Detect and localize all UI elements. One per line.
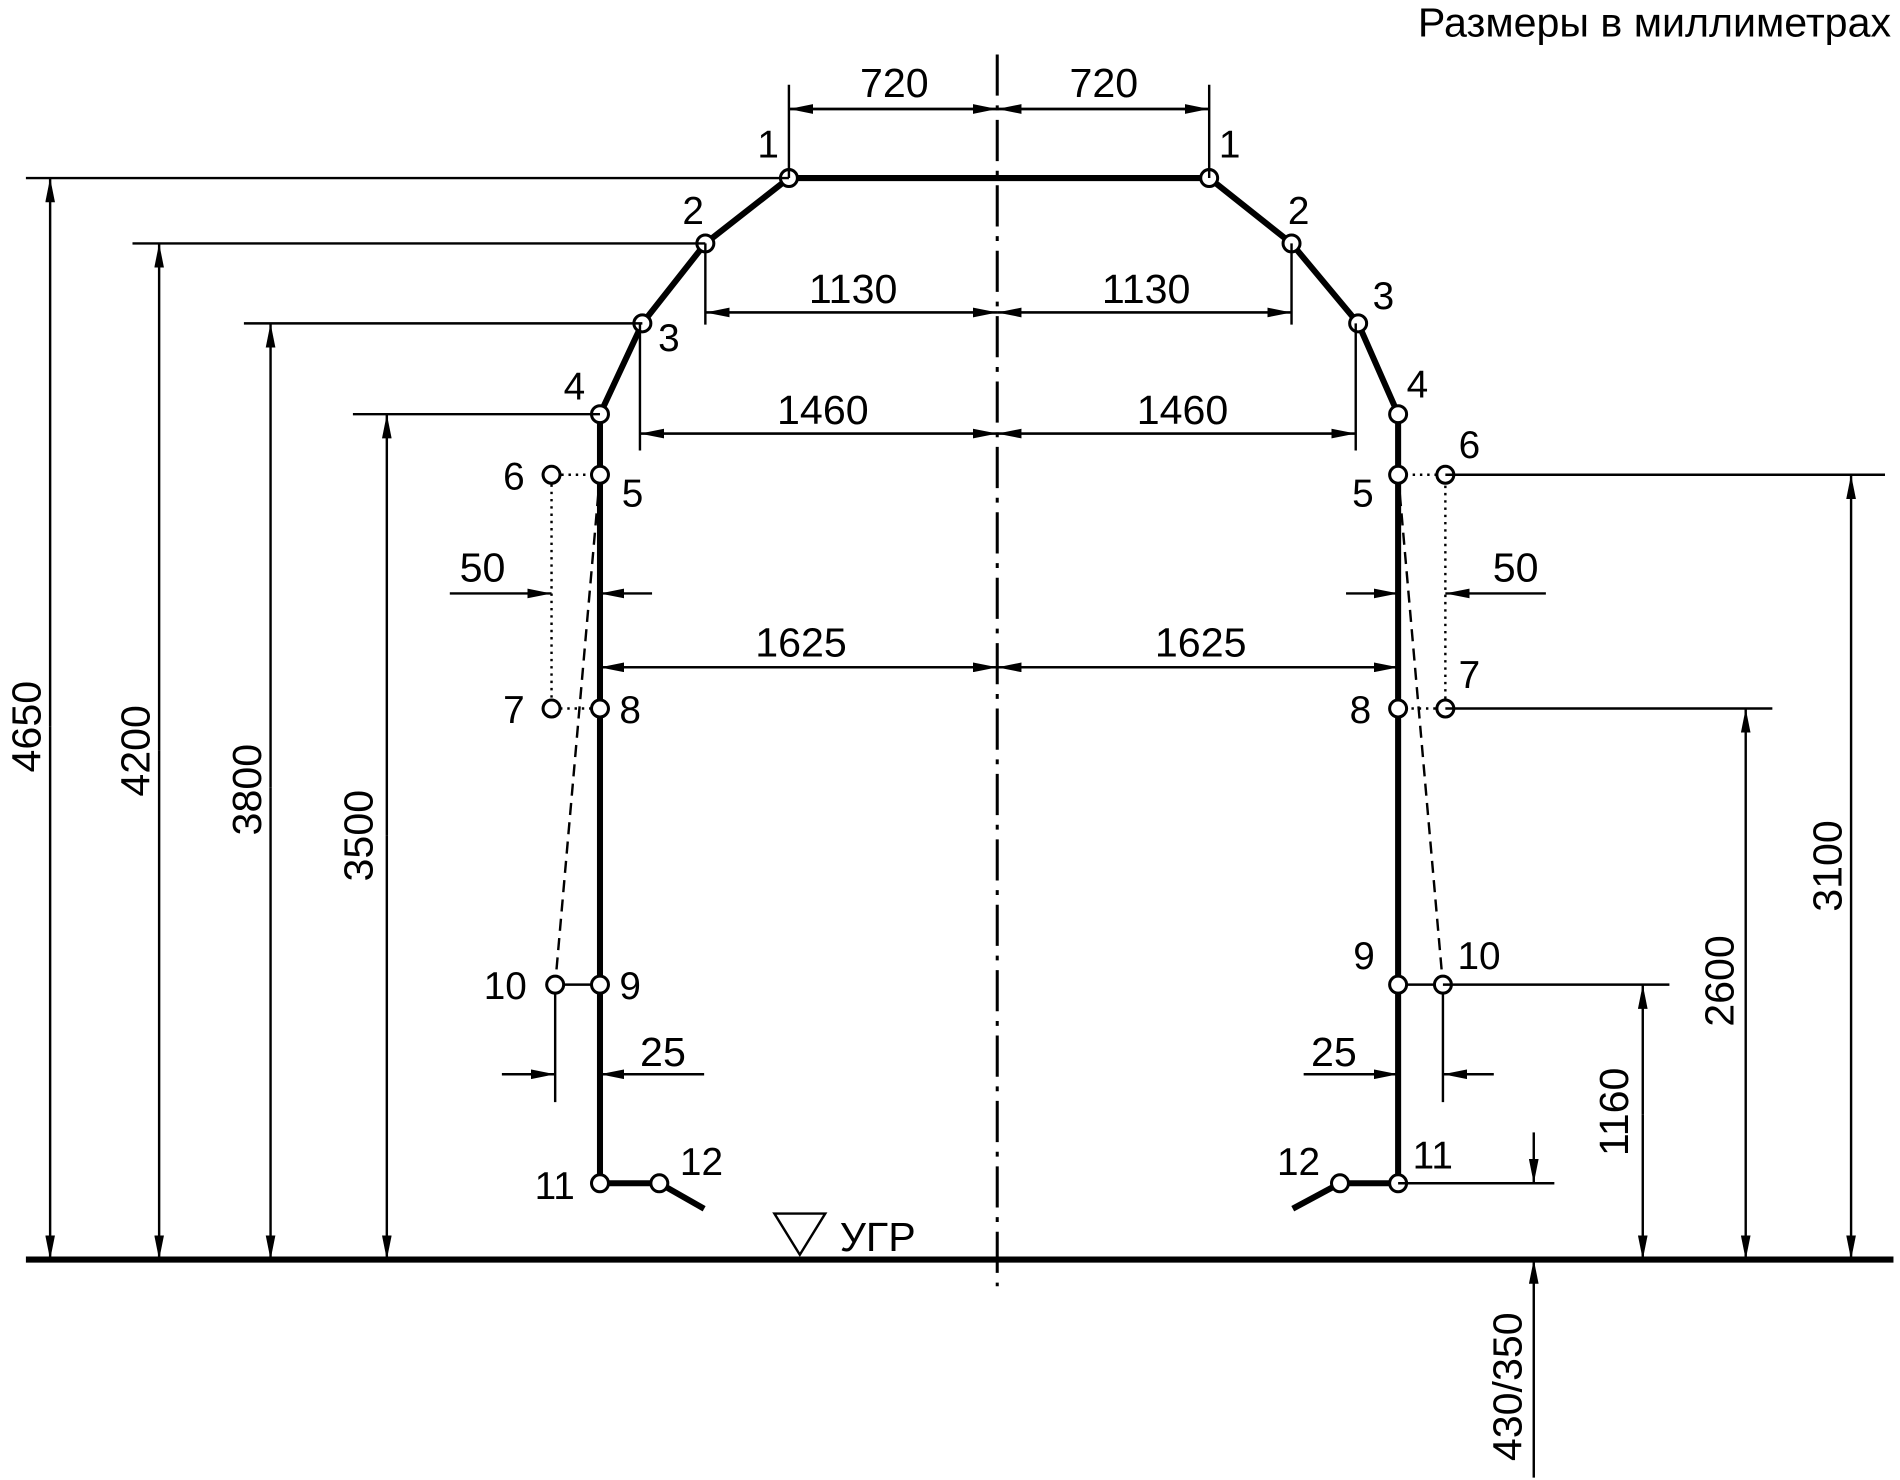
svg-text:10: 10 <box>1457 935 1500 978</box>
dim-1460: 1460 1460 <box>638 323 1357 451</box>
svg-text:3: 3 <box>658 317 680 360</box>
svg-text:25: 25 <box>1311 1029 1357 1075</box>
svg-text:25: 25 <box>640 1029 686 1075</box>
svg-text:3800: 3800 <box>224 744 270 836</box>
svg-text:1625: 1625 <box>755 619 847 665</box>
svg-text:1130: 1130 <box>809 266 898 312</box>
dim-50: 50 50 <box>449 544 1546 599</box>
dim-1625: 1625 1625 <box>599 619 1399 673</box>
svg-text:720: 720 <box>860 60 929 106</box>
dim-1130: 1130 1130 <box>704 243 1293 325</box>
dim-720: 720 720 <box>787 60 1211 179</box>
svg-text:4200: 4200 <box>112 705 158 797</box>
svg-text:5: 5 <box>1352 472 1374 515</box>
svg-text:3500: 3500 <box>335 790 381 882</box>
svg-text:720: 720 <box>1069 60 1138 106</box>
svg-text:7: 7 <box>503 689 525 732</box>
svg-text:1160: 1160 <box>1591 1068 1637 1157</box>
svg-text:1460: 1460 <box>777 387 869 433</box>
svg-text:50: 50 <box>460 544 506 590</box>
svg-text:11: 11 <box>535 1165 575 1208</box>
dim-3500: 3500 <box>335 412 600 1260</box>
dim-430-350: 430/350 <box>1398 1132 1555 1478</box>
svg-text:12: 12 <box>1277 1141 1320 1184</box>
svg-text:3100: 3100 <box>1804 820 1850 912</box>
svg-text:10: 10 <box>484 965 527 1008</box>
svg-text:1: 1 <box>1219 123 1241 166</box>
dim-1160: 1160 <box>1442 983 1670 1260</box>
ground-level-marker: УГР <box>772 1212 916 1260</box>
svg-text:1: 1 <box>757 123 779 166</box>
ground-label: УГР <box>840 1214 916 1260</box>
svg-text:6: 6 <box>1459 424 1481 467</box>
svg-text:3: 3 <box>1373 275 1395 318</box>
svg-text:5: 5 <box>622 472 644 515</box>
svg-text:8: 8 <box>619 689 641 732</box>
svg-text:9: 9 <box>619 965 641 1008</box>
dim-4650: 4 6 50 <box>3 176 789 1260</box>
svg-text:4: 4 <box>564 366 586 409</box>
svg-text:2: 2 <box>1288 190 1310 233</box>
dim-3800: 3800 <box>224 322 643 1260</box>
point-labels: 1 2 3 4 5 6 7 8 9 10 11 12 1 2 3 4 5 6 7… <box>484 123 1501 1208</box>
dim-25: 25 25 <box>501 1029 1494 1080</box>
svg-text:2600: 2600 <box>1697 935 1743 1027</box>
svg-text:1460: 1460 <box>1137 387 1229 433</box>
dim-4200: 4200 <box>112 242 706 1260</box>
svg-text:12: 12 <box>680 1141 723 1184</box>
svg-text:8: 8 <box>1350 689 1372 732</box>
svg-text:7: 7 <box>1459 654 1481 697</box>
svg-text:1130: 1130 <box>1102 266 1191 312</box>
svg-text:4: 4 <box>1407 363 1429 406</box>
dim-3100: 3100 <box>1445 473 1885 1260</box>
svg-text:50: 50 <box>1493 544 1539 590</box>
svg-text:2: 2 <box>682 190 704 233</box>
svg-text:4650: 4650 <box>3 681 49 773</box>
dim-2600: 2600 <box>1445 707 1773 1260</box>
svg-text:6: 6 <box>503 455 525 498</box>
svg-text:9: 9 <box>1353 935 1375 978</box>
svg-text:430/350: 430/350 <box>1485 1312 1531 1461</box>
svg-text:1625: 1625 <box>1155 619 1247 665</box>
svg-text:11: 11 <box>1413 1135 1453 1178</box>
units-note: Размеры в миллиметрах <box>1418 0 1892 45</box>
